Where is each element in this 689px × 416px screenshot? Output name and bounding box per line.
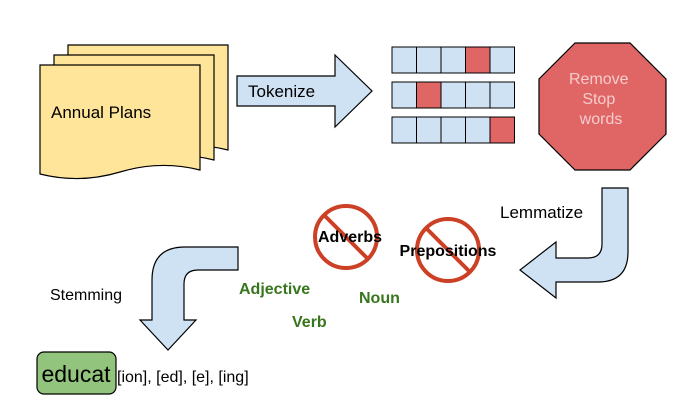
token-cell [489,46,515,74]
lemmatize-arrow [519,187,629,300]
token-cell-highlighted [416,81,442,109]
stop-sign-text: Remove Stop words [569,71,633,128]
prepositions-prohibit-ring [415,217,481,283]
stemming-label: Stemming [50,287,122,304]
adverbs-prohibit-slash [322,213,370,261]
token-cell-highlighted [489,116,515,144]
adjective-label: Adjective [239,281,310,298]
stem-suffixes: [ion], [ed], [e], [ing] [117,369,249,386]
document-front [39,64,201,180]
token-cell [391,81,417,109]
tokenize-label: Tokenize [248,82,315,101]
prepositions-label: Prepositions [400,243,497,260]
token-cell [489,81,515,109]
document-label: Annual Plans [51,103,151,122]
token-cell [416,46,442,74]
document-stack-icon [39,44,229,180]
adverbs-label: Adverbs [318,229,382,246]
token-cell [391,46,417,74]
stop-sign-line-2: Stop [582,91,615,108]
prepositions-prohibit-slash [424,226,472,274]
prepositions-prohibit-icon [415,217,481,283]
token-cell [416,116,442,144]
stop-sign-line-3: words [579,111,623,128]
token-cell [440,81,466,109]
token-grid [391,46,515,144]
lemmatize-label: Lemmatize [500,203,583,222]
stem-word: educat [41,361,111,387]
stemming-arrow [138,246,239,351]
tokenize-arrow [236,53,373,129]
verb-label: Verb [292,314,327,331]
token-cell-highlighted [465,46,491,74]
token-cell [440,116,466,144]
token-cell [465,81,491,109]
stop-sign-icon [538,42,667,171]
token-cell [440,46,466,74]
noun-label: Noun [359,290,400,307]
stem-box [36,351,117,395]
adverbs-prohibit-ring [313,204,379,270]
adverbs-prohibit-icon [313,204,379,270]
stop-sign-line-1: Remove [569,71,629,88]
token-cell [391,116,417,144]
token-cell [465,116,491,144]
